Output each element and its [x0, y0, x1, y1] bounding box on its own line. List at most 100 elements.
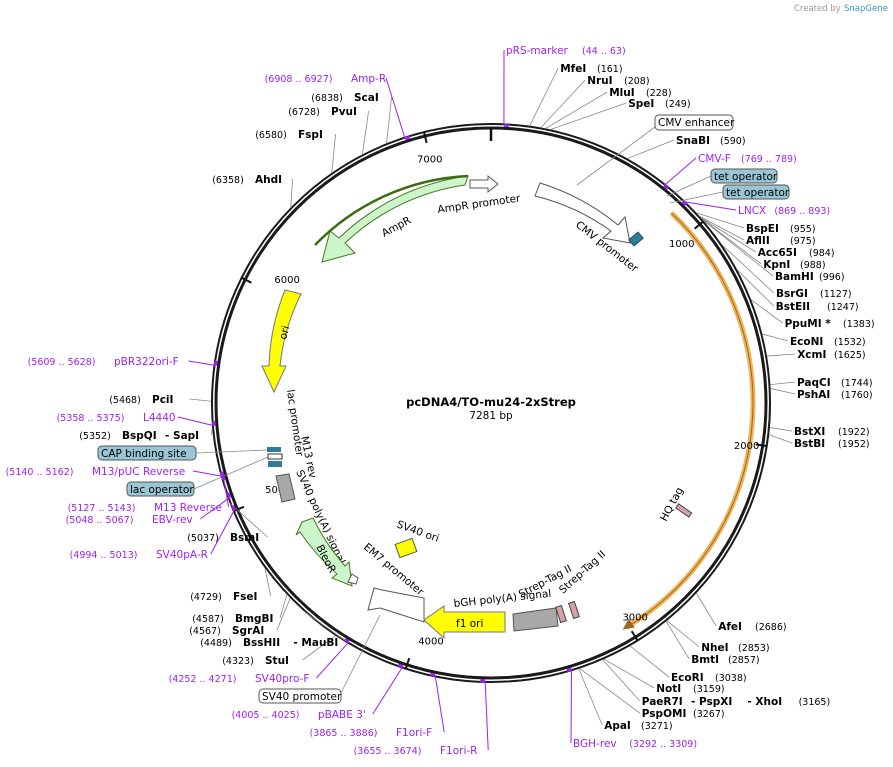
bleor-feature[interactable]: [295, 517, 353, 587]
enzyme-site-nrui[interactable]: NruI(208): [540, 75, 650, 128]
primer-ebvrev[interactable]: (5048 .. 5067)EBV-rev: [66, 492, 232, 526]
sv40-polya-feature[interactable]: [275, 473, 296, 503]
em7-marker[interactable]: [347, 573, 359, 585]
enzyme-site-ppumi[interactable]: PpuMI *(1383): [751, 299, 875, 330]
enzyme-site-fspi[interactable]: (6580)FspI: [255, 129, 336, 173]
enzyme-site-pshai[interactable]: PshAI(1760): [770, 388, 873, 401]
enzyme-site-bamhi[interactable]: BamHI(996): [702, 219, 845, 283]
cmv-enhancer-box[interactable]: CMV enhancer: [654, 114, 735, 131]
enzyme-site-spei[interactable]: SpeI(249): [550, 98, 691, 130]
strep-tag-1-feature[interactable]: [555, 604, 567, 624]
enzyme-site-pspomi[interactable]: PspOMI(3267): [579, 668, 725, 720]
enzyme-site-econi[interactable]: EcoNI(1532): [762, 333, 866, 348]
ori-feature[interactable]: [261, 289, 302, 394]
enzyme-site-bsshii[interactable]: (4489)BssHII- MauBI: [200, 610, 348, 649]
cap-binding-site-box[interactable]: CAP binding site: [97, 445, 197, 461]
ampr-highlight-line: [314, 174, 469, 246]
enzyme-name: AhdI: [255, 174, 282, 186]
enzyme-site-kpni[interactable]: KpnI(988): [701, 218, 826, 271]
lac-operator-box[interactable]: lac operator: [126, 481, 195, 497]
primer-f1orif[interactable]: (3865 .. 3886)F1ori-F: [310, 672, 445, 739]
enzyme-site-bspei[interactable]: BspEI(955): [696, 212, 816, 235]
enzyme-leader: [276, 598, 291, 631]
primer-m13pucreverse[interactable]: (5140 .. 5162)M13/pUC Reverse: [6, 466, 225, 478]
tet-operator-mark[interactable]: [628, 231, 644, 247]
enzyme-position: (4567): [189, 626, 221, 637]
enzyme-site-bmgbi[interactable]: (4587)BmgBI: [192, 594, 288, 625]
enzyme-site-paqci[interactable]: PaqCI(1744): [770, 377, 873, 389]
sv40-promoter-box[interactable]: SV40 promoter: [258, 688, 342, 704]
enzyme-site-mfei[interactable]: MfeI(161): [529, 63, 623, 126]
enzyme-site-bsmi[interactable]: (5037)BsmI: [187, 502, 268, 544]
cmv-promoter-feature[interactable]: [534, 182, 631, 244]
strep-tag-2-feature[interactable]: [568, 600, 580, 620]
enzyme-leader: [529, 67, 559, 126]
primer-bghrev[interactable]: BGH-rev(3292 .. 3309): [566, 667, 697, 750]
primer-leader: [188, 360, 216, 366]
lac-operator-mark[interactable]: [267, 453, 283, 460]
enzyme-site-ecori[interactable]: EcoRI(3038): [629, 645, 747, 684]
enzyme-site-mlui[interactable]: MluI(228): [545, 87, 672, 129]
primer-prsmarker[interactable]: pRS-marker(44 .. 63): [503, 45, 626, 128]
enzyme-site-snabi[interactable]: SnaBI(590): [627, 135, 746, 159]
enzyme-name: AflII: [746, 235, 770, 247]
enzyme-site-bsrgi[interactable]: BsrGI(1127): [722, 245, 852, 300]
enzyme-site-aflii[interactable]: AflII(975): [699, 216, 816, 247]
primer-leader: [385, 77, 406, 139]
enzyme-position: (6728): [288, 107, 320, 118]
enzyme-site-paer7i[interactable]: PaeR7I- PspXI- XhoI(3165): [602, 659, 830, 708]
tick-label: 6000: [274, 275, 299, 286]
enzyme-site-acc65i[interactable]: Acc65I(984): [700, 217, 835, 259]
primer-cmvf[interactable]: CMV-F(769 .. 789): [663, 153, 797, 190]
sv40-ori-feature[interactable]: [394, 537, 418, 559]
enzyme-site-pcii[interactable]: (5468)PciI: [109, 394, 212, 406]
enzyme-position: (208): [624, 76, 650, 87]
enzyme-site-fsei[interactable]: (4729) FseI: [190, 568, 271, 603]
enzyme-site-scai[interactable]: (6838)ScaI: [311, 92, 392, 144]
enzyme-site-sgrai[interactable]: (4567)SgrAI: [189, 598, 291, 637]
enzyme-site-bstxi[interactable]: BstXI(1922): [769, 426, 870, 438]
enzyme-site-apai[interactable]: ApaI(3271): [578, 668, 673, 732]
f1-ori-feature[interactable]: [423, 605, 506, 640]
m13-rev-mark[interactable]: [268, 461, 282, 467]
enzyme-site-bmti[interactable]: BmtI(2857): [665, 621, 760, 666]
enzyme-site-nhei[interactable]: NheI(2853): [666, 620, 770, 654]
enzyme-name: NheI: [701, 642, 728, 654]
enzyme-site-ahdi[interactable]: (6358)AhdI: [212, 174, 293, 208]
enzyme-site-noti[interactable]: NotI(3159): [603, 658, 725, 695]
primer-lncx[interactable]: LNCX(869 .. 893): [681, 200, 831, 217]
bgh-polya-feature[interactable]: [512, 607, 559, 632]
primer-l4440[interactable]: (5358 .. 5375)L4440: [57, 412, 216, 427]
enzyme-site-afei[interactable]: AfeI(2686): [696, 593, 787, 633]
primer-name: pBABE 3': [318, 709, 366, 721]
enzyme-position: (984): [809, 248, 835, 259]
hq-tag-feature[interactable]: [675, 503, 693, 518]
enzyme-site-bspqi[interactable]: (5352)BspQI- SapI: [79, 429, 213, 442]
primer-f1orir[interactable]: (3655 .. 3674)F1ori-R: [354, 679, 489, 757]
cap-site-mark[interactable]: [267, 447, 281, 452]
enzyme-site-bstbi[interactable]: BstBI(1952): [769, 434, 870, 450]
enzyme-leader: [361, 110, 369, 155]
enzyme-site-bsteii[interactable]: BstEII(1247): [737, 269, 859, 313]
enzyme-leader: [579, 668, 641, 714]
sv40-promoter-feature[interactable]: [367, 587, 425, 623]
enzyme-site-xcmi[interactable]: XcmI(1625): [767, 349, 866, 361]
enzyme-site-pvui[interactable]: (6728) PvuI: [288, 106, 369, 155]
primer-ampr[interactable]: (6908 .. 6927)Amp-R: [265, 73, 411, 141]
enzyme-name: FseI: [233, 591, 257, 603]
tet-operator-box-2[interactable]: tet operator: [722, 184, 790, 200]
primer-sv40prof[interactable]: (4252 .. 4271)SV40pro-F: [169, 638, 350, 685]
enzyme-name: PvuI: [331, 106, 357, 118]
primer-m13reverse[interactable]: (5127 .. 5143)M13 Reverse: [68, 475, 230, 514]
primer-sv40par[interactable]: (4994 .. 5013)SV40pA-R: [70, 504, 236, 561]
primer-site-mark: [681, 200, 688, 206]
enzyme-position: (4729): [190, 592, 222, 603]
enzyme-position: (3267): [693, 709, 725, 720]
primer-name: F1ori-F: [396, 727, 432, 739]
primer-pbr322orif[interactable]: (5609 .. 5628)pBR322ori-F: [28, 356, 218, 368]
enzyme-site-stui[interactable]: (4323)StuI: [222, 635, 336, 667]
ampr-promoter-feature[interactable]: [469, 174, 499, 194]
primer-pbabe3[interactable]: (4005 .. 4025)pBABE 3': [232, 663, 404, 721]
tet-operator-box-1[interactable]: tet operator: [710, 168, 778, 184]
svg-text:SV40 promoter: SV40 promoter: [262, 691, 342, 703]
